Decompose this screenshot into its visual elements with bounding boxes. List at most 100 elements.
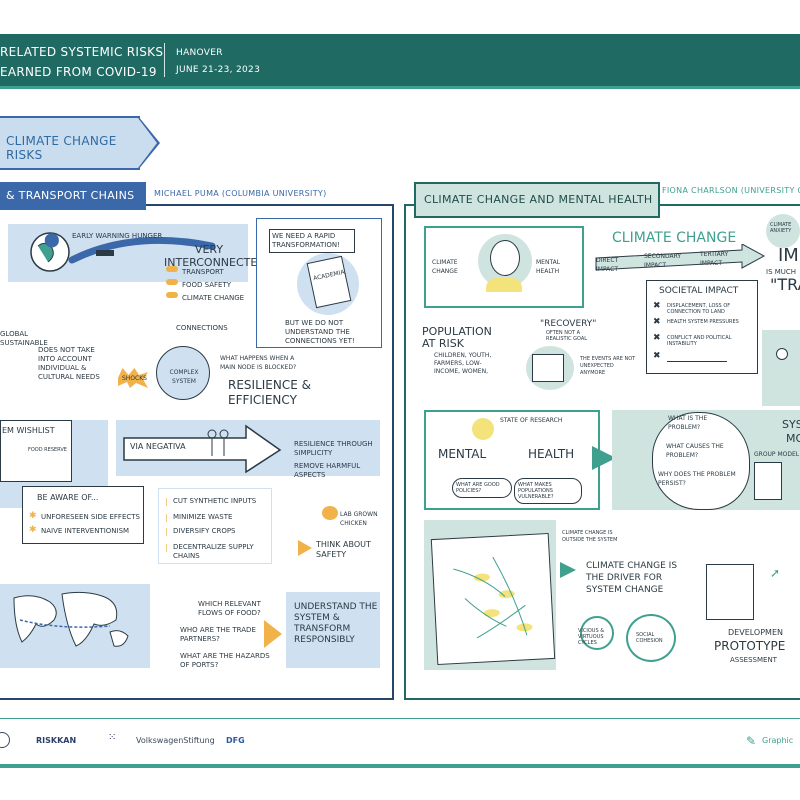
dots-logo-icon: ⁙ [108, 732, 117, 743]
calendar-icon [532, 354, 564, 382]
right-panel-title-tag: Climate Change and Mental Health [414, 182, 660, 218]
complex-system-label: Complex System [169, 369, 199, 385]
x-mark-icon: ✖ [653, 351, 661, 361]
be-aware-title: Be Aware of... [37, 493, 99, 502]
societal-impact-box: Societal Impact Displacement, loss of co… [646, 280, 758, 374]
shirt-shape [486, 278, 522, 292]
impact-arrow-drawing [595, 244, 766, 271]
location-pin-icon: ⬤ [44, 232, 60, 248]
early-warning-label: Early Warning Hunger [72, 232, 163, 240]
via-negativa-box: Via Negativa Resilience through simplici… [116, 420, 380, 479]
aware-item-side-effects: Unforeseen side effects [41, 513, 140, 521]
driver-label: Climate change is the driver for system … [586, 561, 678, 595]
x-mark-icon: ✖ [653, 301, 661, 311]
system-map-paper [430, 532, 556, 666]
chicken-icon [322, 506, 338, 520]
resilience-label: Resilience & Efficiency [228, 378, 311, 407]
climate-change-small-label: Climate Change [432, 259, 458, 275]
header-bar: Related Systemic Risks earned from COVID… [0, 34, 800, 86]
via-negativa-label: Via Negativa [130, 442, 186, 451]
pen-logo-icon: ✎ [746, 734, 757, 748]
driver-arrow-icon [560, 562, 576, 578]
state-of-research-label: State of Research [500, 417, 563, 424]
understand-arrow-icon [264, 620, 282, 648]
header-place: Hanover [176, 48, 223, 58]
action-diversify-crops: Diversify crops [173, 527, 236, 535]
question-food-flows: Which relevant flows of food? [198, 600, 261, 617]
rapid-transformation-box: Academia We need a rapid transformation!… [256, 218, 382, 348]
header-date: June 21-23, 2023 [176, 65, 261, 75]
x-mark-icon: ✖ [653, 317, 661, 327]
safety-arrow-icon [298, 540, 312, 556]
logo-dfg: DFG [226, 736, 245, 745]
action-minimize-waste: Minimize waste [173, 513, 233, 521]
system-diagram-box [424, 520, 556, 670]
outside-system-label: Climate change is outside the system [562, 530, 618, 543]
footer-top-line [0, 718, 800, 719]
bread-icon [166, 292, 178, 298]
complex-system-circle [156, 346, 210, 400]
heart-icon [626, 614, 676, 662]
x-mark-icon: ✖ [653, 333, 661, 343]
right-panel-title: Climate Change and Mental Health [424, 193, 653, 206]
group-model-label: Group model [754, 451, 800, 458]
understand-box: Understand the system & transform respon… [286, 592, 380, 668]
climate-change-big-label: Climate Change [612, 230, 737, 246]
food-reserve-label: Food Reserve [28, 447, 67, 453]
think-safety-label: Think about safety [316, 540, 371, 559]
mental-label: Mental [438, 447, 487, 461]
world-map-drawing [13, 591, 129, 647]
iceberg-shape [652, 412, 750, 510]
development-label: Developmen [728, 628, 783, 637]
star-icon: ✱ [29, 525, 37, 535]
remove-harmful-label: Remove harmful aspects [294, 462, 361, 479]
early-warning-box: Early Warning Hunger [8, 224, 248, 282]
star-icon: ✱ [29, 511, 37, 521]
problem-box: What is the problem? What causes the pro… [612, 410, 800, 510]
interconnected-item-food-safety: Food Safety [182, 281, 232, 289]
vicious-label: Vicious & virtuous cycles [578, 628, 605, 646]
not-take-into-account-label: Does not take into account individual & … [38, 346, 100, 381]
interconnected-item-climate-change: Climate Change [182, 294, 245, 302]
impact-direct: Direct Impact [596, 257, 619, 273]
footer-bottom-line [0, 764, 800, 768]
be-aware-box: Be Aware of... Unforeseen side effects N… [22, 486, 144, 544]
connections-label: Connections [176, 324, 228, 332]
societal-item-blank [667, 353, 727, 362]
section-arrow-fill [138, 118, 157, 168]
globe-route-drawing [30, 232, 216, 272]
wishlist-title: Em Wishlist [2, 426, 55, 435]
rocket-icon: ➚ [770, 566, 781, 580]
impact-tertiary: Tertiary Impact [700, 251, 729, 267]
wheat-icon: ❘ [163, 527, 170, 536]
action-cut-synthetic: Cut synthetic inputs [173, 497, 257, 505]
societal-impact-title: Societal Impact [659, 286, 739, 296]
logo-graphic: Graphic [762, 736, 794, 745]
wishlist-paper [0, 420, 72, 482]
puzzle-icon [706, 564, 754, 620]
global-sustainable-label: Global sustainable [0, 330, 48, 347]
rapid-transformation-bubble: We need a rapid transformation! [269, 229, 355, 253]
imp-label: IMP [778, 245, 800, 266]
climate-mental-face-box: Climate Change Mental Health [424, 226, 584, 308]
climate-anxiety-label: Climate Anxiety [770, 222, 792, 234]
problem-q-causes: What causes the problem? [666, 443, 724, 459]
health-label: Health [528, 447, 575, 461]
is-much-label: is much [766, 268, 797, 276]
climate-anxiety-circle [766, 214, 800, 248]
very-interconnected-label: Very Interconnected [164, 243, 266, 269]
section-label: Climate Change Risks [6, 134, 117, 162]
right-panel-author: Fiona Charlson (University of [662, 186, 800, 195]
population-at-risk-label: Population at Risk [422, 325, 492, 350]
good-policies-bubble: What are good policies? [452, 478, 512, 498]
state-of-research-box: State of Research Mental Health What are… [424, 410, 600, 510]
problem-q-persist: Why does the problem persist? [658, 471, 736, 487]
problem-q-what: What is the problem? [668, 415, 708, 431]
prototype-box: Developmen Prototype Assessment [690, 552, 800, 670]
vulnerable-bubble: What makes populations vulnerable? [514, 478, 582, 504]
header-title-line2: earned from COVID-19 [0, 65, 157, 79]
tra-label: "TRA [770, 275, 800, 294]
left-panel-title: & Transport Chains [6, 189, 135, 202]
header-title-line1: Related Systemic Risks [0, 45, 164, 59]
shocks-label: Shocks [122, 375, 147, 382]
